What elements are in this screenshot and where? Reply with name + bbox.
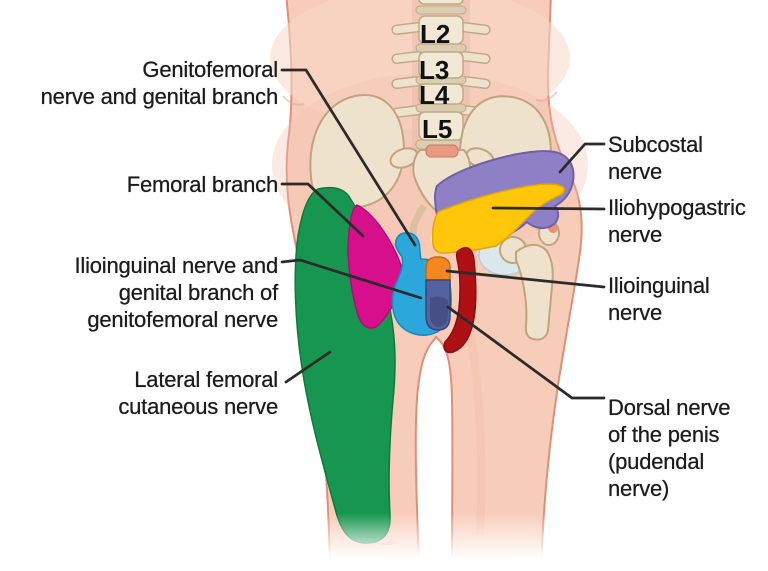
leader-ilioinguinal-genital bbox=[280, 258, 423, 300]
label-genitofemoral: Genitofemoral nerve and genital branch bbox=[40, 56, 279, 110]
label-line: genitofemoral nerve bbox=[87, 307, 278, 332]
label-iliohypogastric: Iliohypogastric nerve bbox=[608, 194, 746, 248]
label-dorsal-penis: Dorsal nerve of the penis (pudendal nerv… bbox=[608, 394, 731, 502]
lumbar-spine bbox=[391, 0, 491, 158]
label-ilioinguinal: Ilioinguinal nerve bbox=[608, 272, 710, 326]
leader-dorsal-penis bbox=[446, 305, 606, 400]
lumbosacral-disc bbox=[425, 144, 459, 158]
leader-subcostal bbox=[558, 142, 606, 174]
label-line: Subcostal bbox=[608, 132, 703, 157]
label-lateral-femoral-cutaneous: Lateral femoral cutaneous nerve bbox=[118, 366, 278, 420]
label-line: genital branch of bbox=[118, 280, 278, 305]
label-line: nerve and genital branch bbox=[40, 84, 279, 109]
label-line: Ilioinguinal nerve and bbox=[74, 253, 278, 278]
label-line: Lateral femoral bbox=[134, 367, 278, 392]
vertebra-labels: L2 L3 L4 L5 bbox=[419, 19, 452, 144]
label-line: Ilioinguinal bbox=[608, 273, 710, 298]
leader-genitofemoral bbox=[280, 68, 417, 247]
leader-lines bbox=[280, 68, 606, 400]
label-subcostal: Subcostal nerve bbox=[608, 131, 703, 185]
label-line: Femoral branch bbox=[126, 172, 278, 197]
label-line: of the penis bbox=[608, 422, 720, 447]
label-line: Genitofemoral bbox=[142, 57, 278, 82]
label-line: (pudendal bbox=[608, 449, 705, 474]
vertebra-label-l4: L4 bbox=[419, 80, 450, 110]
leader-femoral-branch bbox=[280, 182, 365, 238]
vertebra-label-l2: L2 bbox=[420, 19, 450, 49]
label-line: nerve bbox=[608, 159, 663, 184]
label-line: cutaneous nerve bbox=[118, 394, 278, 419]
region-iliohypogastric-nerve bbox=[431, 183, 565, 254]
label-line: nerve bbox=[608, 222, 663, 247]
leader-lateral-femoral-cutaneous bbox=[284, 350, 332, 384]
vertebra-label-l3: L3 bbox=[419, 55, 449, 85]
label-line: nerve) bbox=[608, 476, 670, 501]
label-line: Iliohypogastric bbox=[608, 195, 746, 220]
femur-shaft bbox=[515, 244, 554, 341]
penis-shaft-shading bbox=[430, 296, 448, 327]
region-ilioinguinal-nerve bbox=[425, 256, 451, 281]
label-ilioinguinal-genital: Ilioinguinal nerve and genital branch of… bbox=[74, 252, 278, 333]
label-femoral-branch: Femoral branch bbox=[127, 171, 278, 198]
leader-ilioinguinal bbox=[445, 269, 606, 289]
label-line: Dorsal nerve bbox=[608, 395, 731, 420]
vertebra-label-l5: L5 bbox=[422, 114, 452, 144]
label-line: nerve bbox=[608, 300, 663, 325]
leader-iliohypogastric bbox=[491, 206, 606, 211]
